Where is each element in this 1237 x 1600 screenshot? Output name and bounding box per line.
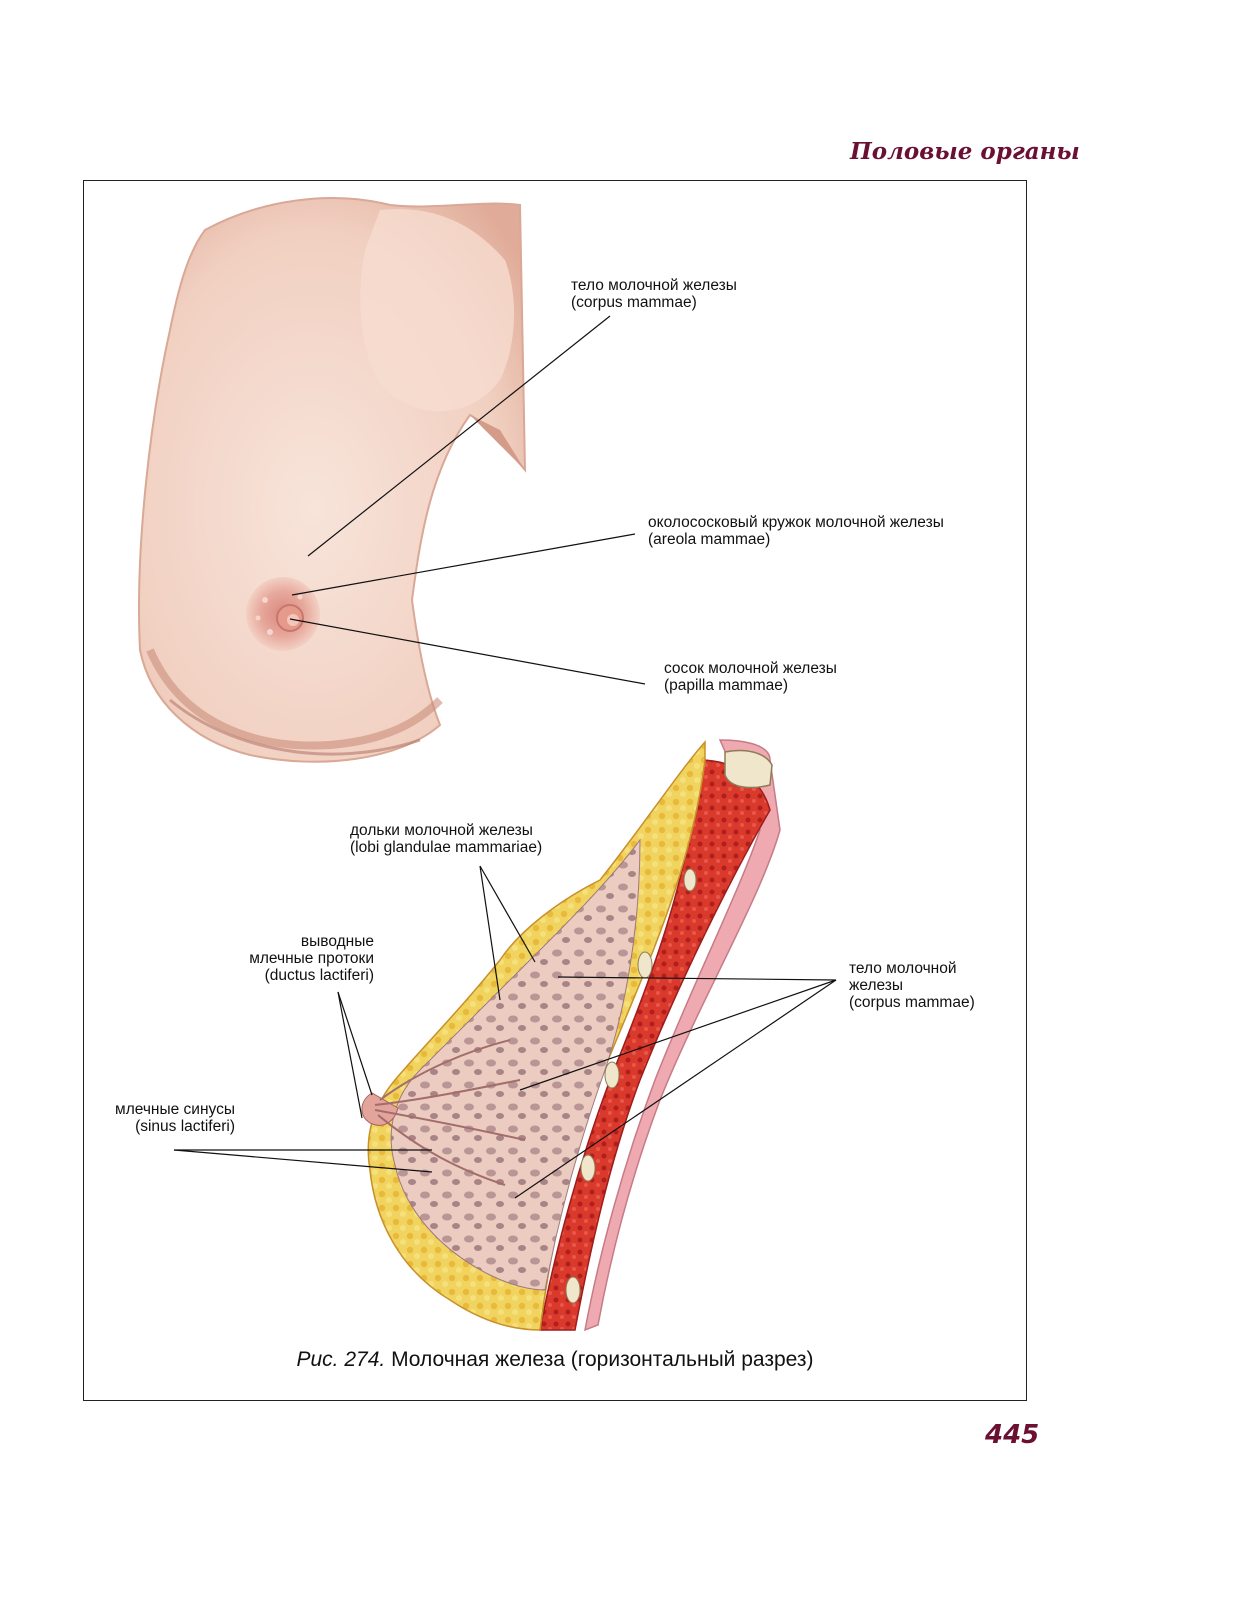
label-areola-mammae: околососковый кружок молочной железы (ar… bbox=[648, 514, 944, 548]
label-corpus-mammae-top: тело молочной железы (corpus mammae) bbox=[571, 277, 737, 311]
breast-exterior-drawing bbox=[138, 197, 527, 763]
page-number: 445 bbox=[985, 1420, 1040, 1450]
figure-caption: Рис. 274. Молочная железа (горизонтальны… bbox=[0, 1348, 1110, 1372]
label-lobi-glandulae: дольки молочной железы (lobi glandulae m… bbox=[350, 822, 543, 856]
figure-number: Рис. 274. bbox=[296, 1348, 386, 1371]
label-corpus-mammae-right: тело молочной железы (corpus mammae) bbox=[849, 960, 975, 1011]
leader-lines bbox=[173, 315, 837, 1199]
label-ductus-lactiferi: выводные млечные протоки (ductus lactife… bbox=[249, 933, 374, 984]
breast-section-drawing bbox=[361, 739, 781, 1332]
figure-caption-text: Молочная железа (горизонтальный разрез) bbox=[391, 1348, 814, 1371]
figure-frame bbox=[83, 180, 1027, 1401]
label-sinus-lactiferi: млечные синусы (sinus lactiferi) bbox=[115, 1101, 235, 1135]
label-papilla-mammae: сосок молочной железы (papilla mammae) bbox=[664, 660, 837, 694]
